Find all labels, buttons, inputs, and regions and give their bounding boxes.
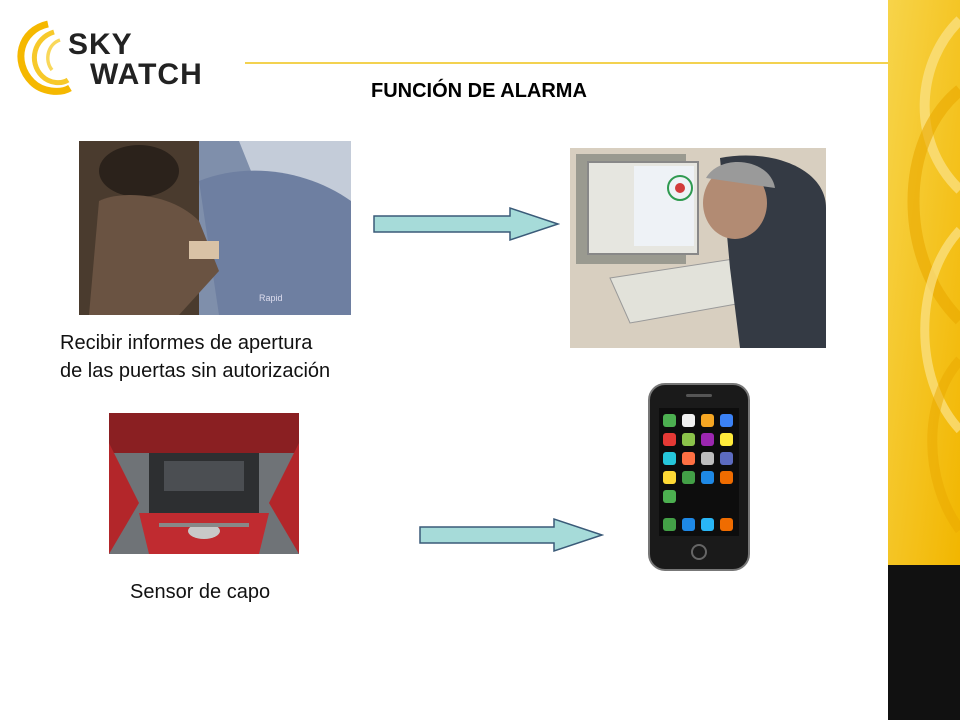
app-icon (720, 452, 733, 465)
app-icon (682, 471, 695, 484)
svg-text:WATCH: WATCH (90, 58, 203, 91)
app-icon (682, 433, 695, 446)
app-icon (682, 414, 695, 427)
svg-text:Rapid: Rapid (259, 293, 283, 303)
app-icon (663, 414, 676, 427)
app-icon (701, 414, 714, 427)
app-icon (720, 414, 733, 427)
app-icon (663, 433, 676, 446)
header-divider-line (245, 62, 888, 64)
photo-engine-bay (109, 413, 299, 554)
app-icon (701, 433, 714, 446)
slide-title: FUNCIÓN DE ALARMA (371, 80, 587, 102)
app-icon (701, 452, 714, 465)
caption-door-line2: de las puertas sin autorización (60, 360, 331, 382)
app-icon (701, 471, 714, 484)
dock-app-icon (720, 518, 733, 531)
photo-car-thief: Rapid (79, 141, 351, 315)
dock-app-icon (682, 518, 695, 531)
app-icon (720, 471, 733, 484)
caption-door-line1: Recibir informes de apertura (60, 332, 313, 354)
app-icon (682, 452, 695, 465)
app-icon (720, 433, 733, 446)
arrow-right-icon (419, 517, 604, 553)
app-icon (663, 490, 676, 503)
arrow-right-icon (373, 206, 560, 242)
caption-door-opening: Recibir informes de apertura de las puer… (60, 329, 330, 385)
skywatch-logo: SKY WATCH (17, 20, 203, 95)
app-icon (663, 452, 676, 465)
app-icon (663, 471, 676, 484)
decorative-side-band (888, 0, 960, 720)
dock-app-icon (701, 518, 714, 531)
caption-hood-sensor: Sensor de capo (130, 581, 271, 603)
photo-monitoring-operator (570, 148, 826, 348)
photo-smartphone (648, 383, 750, 571)
svg-text:SKY: SKY (68, 28, 133, 61)
dock-app-icon (663, 518, 676, 531)
